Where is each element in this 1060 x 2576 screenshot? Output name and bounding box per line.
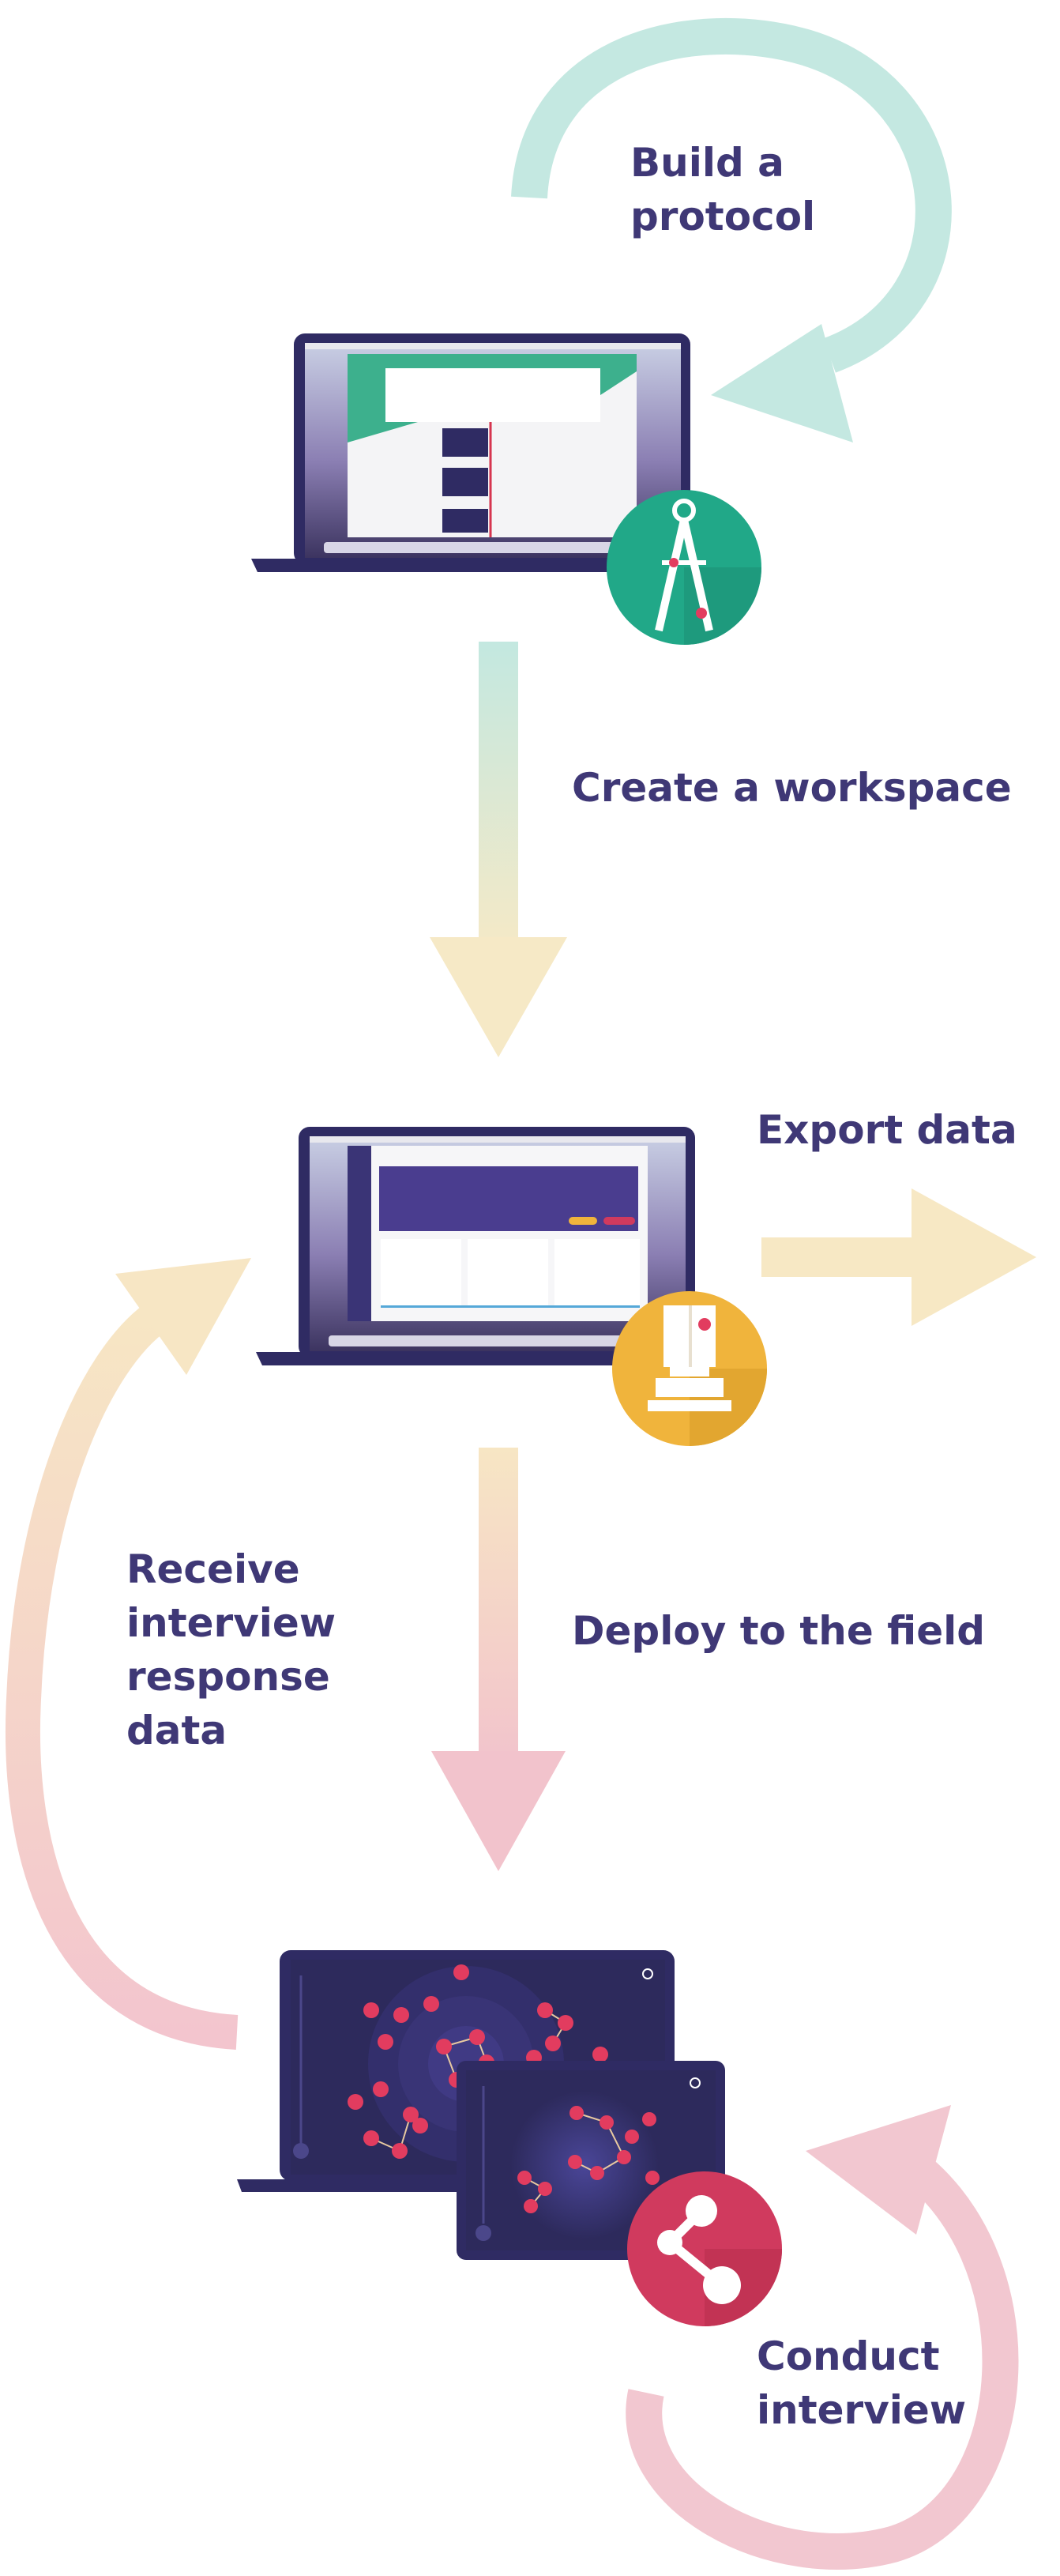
export-data-label: Export data — [757, 1103, 1017, 1157]
network-icon — [627, 2171, 782, 2326]
receive-data-label: Receive interview response data — [126, 1542, 336, 1757]
receive-data-arrow — [5, 1258, 251, 2050]
conduct-line-2: interview — [757, 2387, 967, 2433]
export-data-arrow — [761, 1188, 1036, 1326]
server-icon — [612, 1291, 767, 1446]
create-workspace-label: Create a workspace — [572, 761, 1012, 815]
build-protocol-line-2: protocol — [630, 194, 816, 239]
tablet-interview — [457, 2061, 725, 2260]
network-nodes — [348, 1964, 608, 2159]
create-workspace-arrow — [430, 642, 567, 1057]
build-protocol-line-1: Build a — [630, 140, 784, 186]
compass-icon — [607, 490, 761, 645]
receive-line-2: interview — [126, 1600, 336, 1646]
receive-line-4: data — [126, 1708, 227, 1753]
deploy-text: Deploy to the field — [572, 1608, 986, 1654]
conduct-loop-arrow — [626, 2105, 1019, 2570]
build-protocol-label: Build a protocol — [630, 136, 815, 243]
receive-line-3: response — [126, 1654, 330, 1700]
laptop-build — [251, 333, 719, 572]
conduct-line-1: Conduct — [757, 2333, 940, 2379]
create-workspace-text: Create a workspace — [572, 765, 1012, 811]
tablet-settings-icon — [690, 2077, 701, 2088]
deploy-label: Deploy to the field — [572, 1604, 985, 1658]
build-loop-arrow — [511, 18, 952, 443]
settings-icon — [642, 1968, 653, 1979]
receive-line-1: Receive — [126, 1546, 300, 1592]
conduct-interview-label: Conduct interview — [757, 2329, 966, 2437]
laptop-workspace — [256, 1127, 724, 1365]
export-data-text: Export data — [757, 1107, 1017, 1153]
tablet-network-nodes — [517, 2106, 660, 2213]
deploy-arrow — [431, 1448, 566, 1871]
